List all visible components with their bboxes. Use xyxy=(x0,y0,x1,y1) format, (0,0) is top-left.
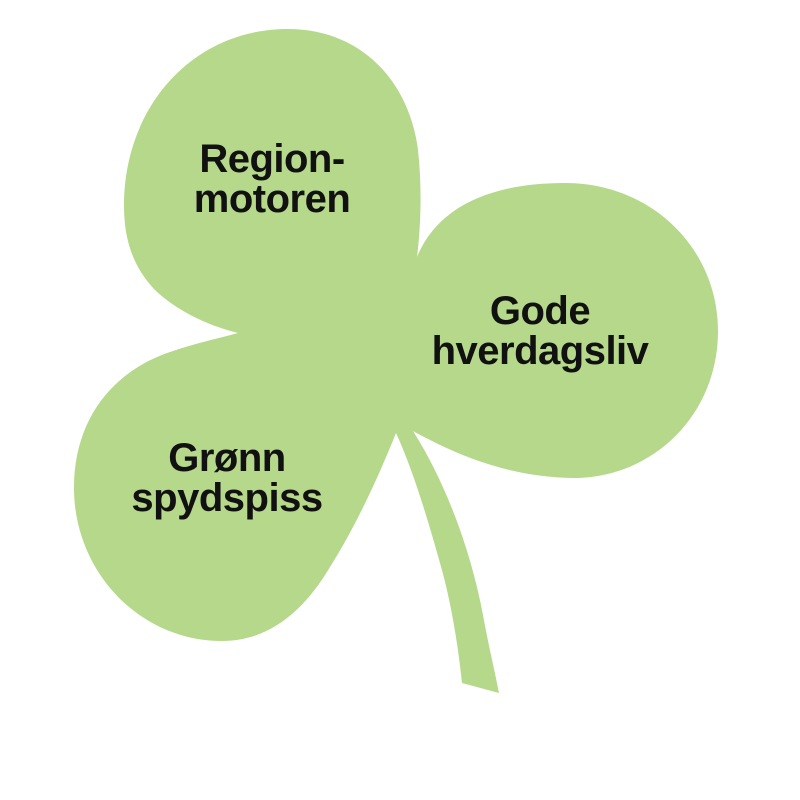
leaf-label-line: hverdagsliv xyxy=(431,329,649,373)
leaf-label-gode-hverdagsliv: Gode hverdagsliv xyxy=(432,291,649,371)
leaf-label-line: spydspiss xyxy=(131,476,323,520)
leaf-label-line: motoren xyxy=(193,177,351,221)
leaf-label-line: Region- xyxy=(199,137,345,181)
leaf-label-line: Grønn xyxy=(168,436,286,480)
leaf-label-gronn-spydspiss: Grønn spydspiss xyxy=(131,436,323,520)
clover-silhouette xyxy=(74,29,718,693)
leaf-label-line: Gode xyxy=(489,289,591,333)
leaf-label-region-motoren: Region- motoren xyxy=(194,139,351,219)
